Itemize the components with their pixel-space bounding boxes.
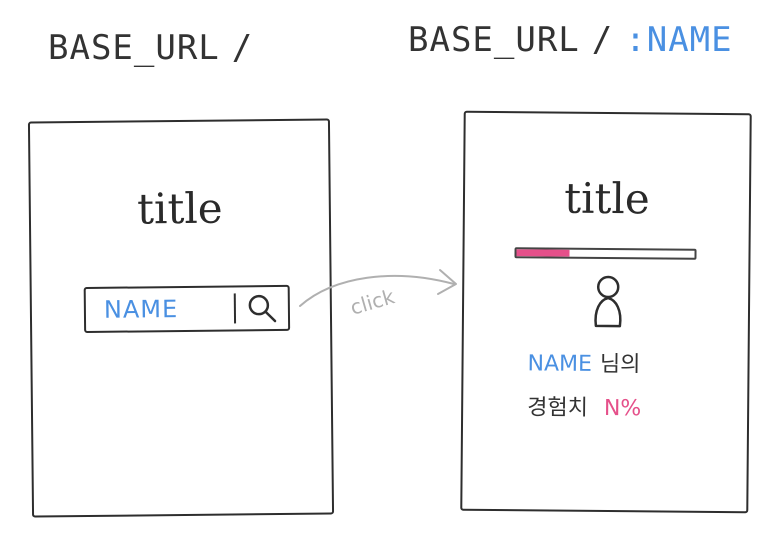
route-param: :NAME	[625, 20, 733, 60]
base-url-text: BASE_URL	[408, 20, 580, 60]
user-name-suffix: 님의	[599, 351, 641, 378]
route-slash: /	[591, 20, 614, 60]
search-icon	[248, 294, 277, 323]
page-title: title	[564, 173, 650, 224]
search-bar[interactable]: NAME	[83, 284, 291, 334]
left-route-label: BASE_URL /	[48, 28, 253, 68]
base-url-text: BASE_URL	[48, 28, 220, 68]
home-screen-frame: title NAME	[27, 118, 335, 518]
user-name: NAME	[527, 351, 593, 377]
person-icon	[594, 275, 622, 328]
exp-label: 경험치	[527, 395, 589, 421]
exp-line: 경험치 N%	[527, 389, 641, 422]
right-route-label: BASE_URL / :NAME	[408, 20, 733, 60]
exp-value: N%	[603, 395, 642, 422]
search-button[interactable]	[236, 287, 288, 330]
route-slash: /	[231, 28, 254, 68]
click-arrow	[299, 269, 457, 307]
exp-progress-fill	[516, 249, 570, 257]
search-input[interactable]: NAME	[103, 295, 179, 324]
page-title: title	[136, 183, 223, 234]
exp-progress-bar	[514, 247, 697, 260]
